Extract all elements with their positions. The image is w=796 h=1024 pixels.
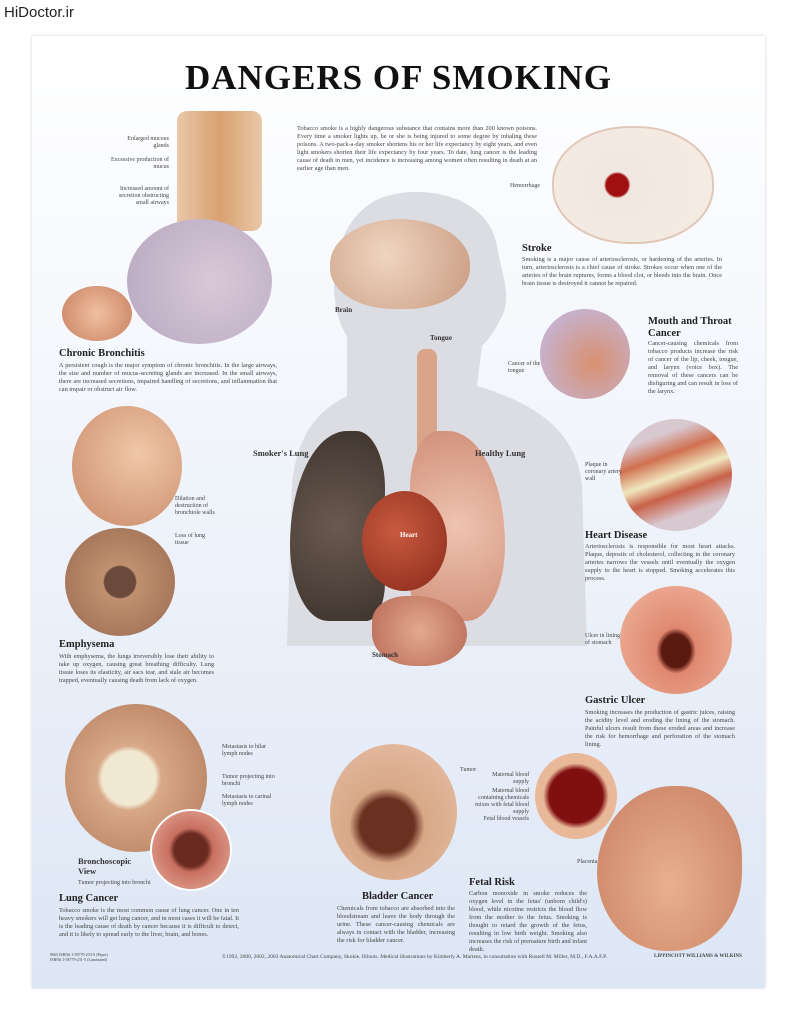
- intro-text: Tobacco smoke is a highly dangerous subs…: [297, 125, 537, 172]
- gastric-text: Smoking increases the production of gast…: [585, 709, 735, 748]
- gastric-heading: Gastric Ulcer: [585, 695, 646, 706]
- tongue-cancer-label: Cancer of the tongue: [508, 361, 541, 374]
- emphysema-text: With emphysema, the lungs irreversibly l…: [59, 653, 214, 684]
- site-watermark: HiDoctor.ir: [4, 4, 75, 21]
- artery-circle: [620, 419, 732, 531]
- stroke-heading: Stroke: [522, 243, 552, 254]
- fetal-text: Carbon monoxide in smoke reduces the oxy…: [469, 890, 587, 953]
- fetal-label: Maternal blood supply: [492, 772, 529, 785]
- stroke-text: Smoking is a major cause of arterioscler…: [522, 256, 722, 287]
- emphysema-label: Dilation and destruction of bronchiole w…: [175, 496, 215, 516]
- hemorrhage-label: Hemorrhage: [510, 183, 540, 189]
- lung-cancer-heading: Lung Cancer: [59, 893, 119, 904]
- stomach-ulcer-circle: [620, 586, 732, 694]
- bladder-text: Chemicals from tobacco are absorbed into…: [337, 905, 455, 944]
- bronchitis-label: Excessive production of mucus: [111, 157, 169, 170]
- tumor-label: Tumor: [460, 767, 477, 773]
- alveoli-illustration: [62, 286, 132, 341]
- mouth-heading: Mouth and Throat Cancer: [648, 316, 732, 339]
- fetal-label: Fetal blood vessels: [483, 816, 529, 822]
- fetal-heading: Fetal Risk: [469, 877, 515, 888]
- mouth-text: Cancer-causing chemicals from tobacco pr…: [648, 340, 738, 395]
- bladder-heading: Bladder Cancer: [362, 891, 434, 902]
- fetal-label: Placenta: [577, 859, 598, 865]
- bronchoscopic-caption: Tumor projecting into bronchi: [78, 880, 151, 886]
- brain-label: Brain: [335, 306, 353, 314]
- bronchoscopic-view-circle: [150, 809, 232, 891]
- fetus-illustration: [597, 786, 742, 951]
- heart-label: Heart: [400, 531, 418, 539]
- heart-text: Arteriosclerosis is responsible for most…: [585, 543, 735, 582]
- smokers-lung-label: Smoker's Lung: [253, 448, 309, 458]
- bronchitis-circle: [127, 219, 272, 344]
- lung-cancer-text: Tobacco smoke is the most common cause o…: [59, 907, 239, 938]
- poster-title: DANGERS OF SMOKING: [184, 58, 612, 97]
- bronchitis-label: Enlarged mucous glands: [127, 136, 169, 149]
- heart-illustration: [362, 491, 447, 591]
- bronchitis-heading: Chronic Bronchitis: [59, 348, 145, 359]
- emphysema-alveoli-illustration: [72, 406, 182, 526]
- lung-tissue-circle: [65, 528, 175, 636]
- fetal-label: Maternal blood containing chemicals mixe…: [475, 788, 529, 815]
- bronchus-illustration: [177, 111, 262, 231]
- bronchoscopic-heading: Bronchoscopic View: [78, 856, 132, 876]
- stomach-label: Stomach: [372, 651, 399, 659]
- lung-cancer-label: Metastasis to hilar lymph nodes: [222, 744, 266, 757]
- bronchitis-label: Increased amount of secretion obstructin…: [118, 186, 169, 206]
- copyright-text: ©1992, 2000, 2002, 2003 Anatomical Chart…: [222, 954, 607, 960]
- stomach-illustration: [372, 596, 467, 666]
- heart-heading: Heart Disease: [585, 530, 648, 541]
- isbn-text: 9665 ISBN# 1-58779-233-9 (Paper) ISBN# 1…: [50, 952, 108, 962]
- bronchitis-text: A persistent cough is the major symptom …: [59, 362, 277, 393]
- publisher-logo: Lippincott Williams & Wilkins: [654, 954, 742, 959]
- ulcer-label: Ulcer in lining of stomach: [585, 633, 620, 646]
- bladder-circle: [330, 744, 457, 880]
- tongue-label: Tongue: [430, 334, 452, 342]
- placenta-circle: [535, 753, 617, 839]
- emphysema-label: Loss of lung tissue: [175, 533, 205, 546]
- plaque-label: Plaque in coronary artery wall: [585, 462, 622, 482]
- stroke-brain-illustration: [552, 126, 714, 244]
- tongue-cancer-circle: [540, 309, 630, 399]
- healthy-lung-label: Healthy Lung: [475, 448, 526, 458]
- emphysema-heading: Emphysema: [59, 639, 115, 650]
- lung-cancer-label: Tumor projecting into bronchi: [222, 774, 275, 787]
- brain-illustration: [330, 219, 470, 309]
- lung-cancer-label: Metastasis to carinal lymph nodes: [222, 794, 272, 807]
- poster: DANGERS OF SMOKING Tobacco smoke is a hi…: [32, 36, 765, 988]
